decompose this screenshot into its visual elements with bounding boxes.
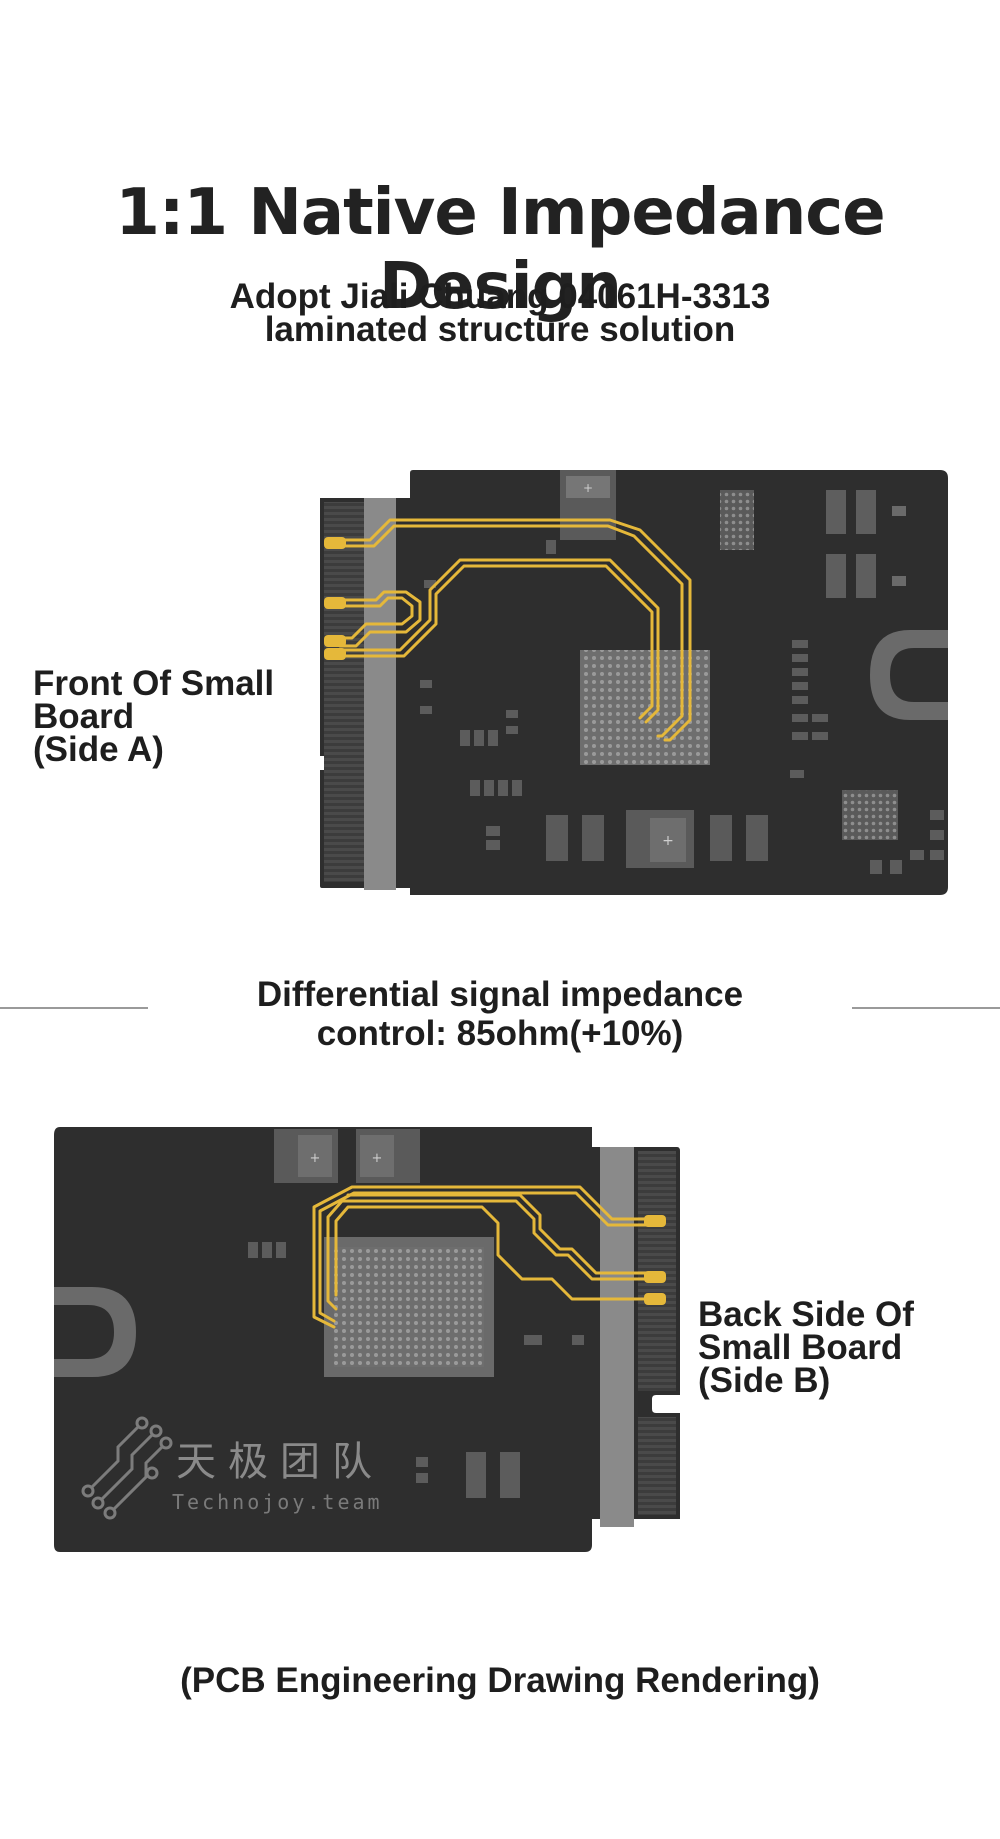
page-title: 1:1 Native Impedance Design [115,176,885,324]
page-subtitle: Adopt Jiali Chuang 04061H-3313 laminated… [0,277,1000,349]
impedance-line-1: Differential signal impedance [256,975,744,1014]
circuit-logo-icon [81,1416,173,1520]
svg-text:+: + [662,833,674,849]
front-board-label: Front Of Small Board (Side A) [33,664,275,769]
front-trace-pairs [338,518,692,742]
back-trace-pairs [312,1185,654,1329]
subtitle-line-1: Adopt Jiali Chuang 04061H-3313 [229,277,771,316]
back-label-line-1: Back Side Of [698,1295,914,1334]
front-label-line-3: (Side A) [33,730,164,769]
impedance-line-2: control: 85ohm(+10%) [316,1014,684,1053]
front-board-render: + + [320,470,948,895]
front-label-line-1: Front Of Small [33,664,275,703]
back-board-label: Back Side Of Small Board (Side B) [698,1295,914,1400]
front-label-line-2: Board [33,697,135,736]
subtitle-line-2: laminated structure solution [264,310,736,349]
back-board-render: + + 天极团队 Technojoy.team [54,1127,680,1552]
impedance-description: Differential signal impedance control: 8… [0,975,1000,1053]
divider-right [852,1007,1000,1009]
svg-text:+: + [372,1151,383,1166]
watermark-cn: 天极团队 [176,1439,384,1485]
footer-caption: (PCB Engineering Drawing Rendering) [180,1661,820,1700]
svg-text:+: + [583,481,593,495]
back-label-line-3: (Side B) [698,1361,831,1400]
svg-text:+: + [310,1151,321,1166]
watermark-en: Technojoy.team [172,1490,383,1514]
divider-left [0,1007,148,1009]
back-label-line-2: Small Board [698,1328,903,1367]
